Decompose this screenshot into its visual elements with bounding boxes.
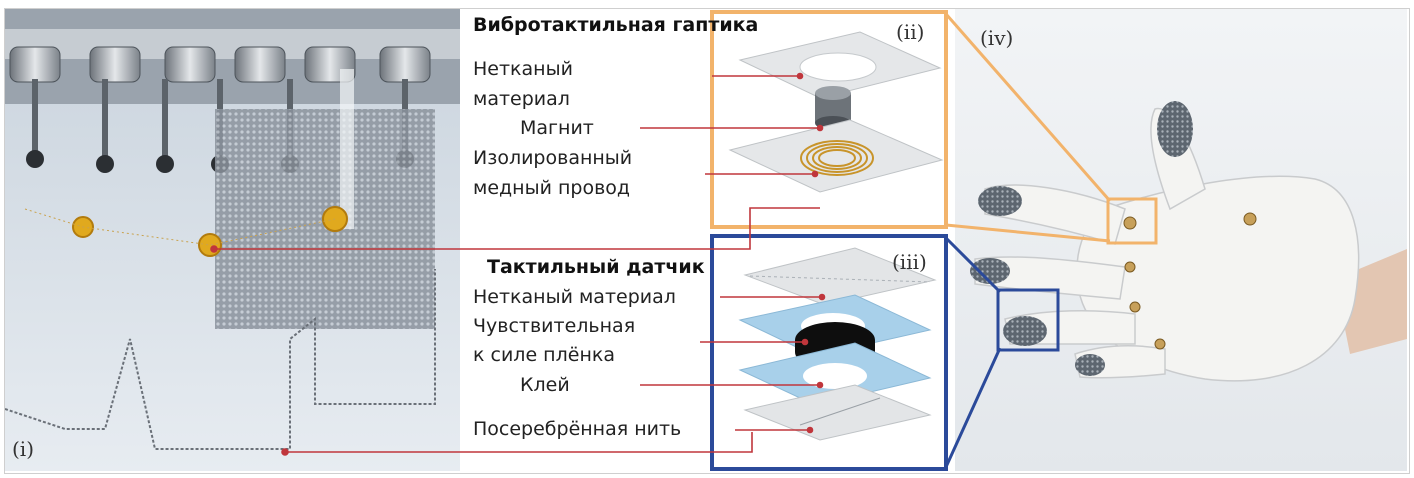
haptics-detail-box [710, 10, 948, 229]
sensor-location-box [996, 288, 1060, 352]
label-nonwoven-line1: Нетканый [473, 58, 573, 80]
label-sensor-nonwoven: Нетканый материал [473, 286, 676, 308]
panel-label-iv: (iv) [980, 26, 1014, 50]
sensor-title: Тактильный датчик [487, 256, 705, 278]
label-magnet: Магнит [520, 117, 594, 139]
panel-label-iii: (iii) [892, 250, 927, 274]
label-film-line2: к силе плёнка [473, 344, 615, 366]
label-wire-line2: медный провод [473, 177, 631, 199]
haptics-location-box [1106, 197, 1158, 245]
sensor-exploded-stack [738, 247, 937, 441]
panel-label-ii: (ii) [896, 20, 925, 44]
embroidery-machine-photo [5, 9, 460, 471]
haptic-glove-photo [955, 9, 1407, 471]
sensor-detail-box [710, 234, 948, 471]
label-glue: Клей [520, 374, 570, 396]
panel-label-i: (i) [12, 437, 35, 461]
label-film-line1: Чувствительная [473, 315, 636, 337]
haptics-title: Вибротактильная гаптика [473, 14, 759, 36]
label-nonwoven-line2: материал [473, 88, 570, 110]
figure-frame [4, 8, 1410, 474]
label-wire-line1: Изолированный [473, 147, 633, 169]
haptics-exploded-stack [728, 31, 944, 193]
label-silver-thread: Посеребрённая нить [473, 418, 682, 440]
